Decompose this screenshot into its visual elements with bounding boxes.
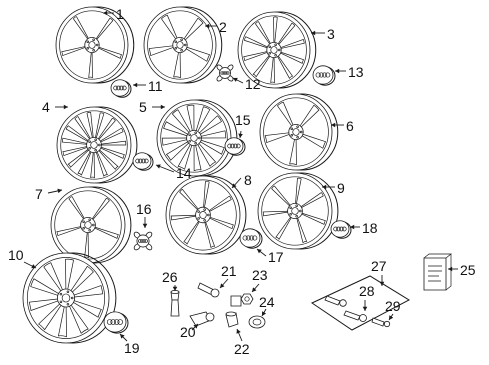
callout-1: 1: [116, 6, 124, 22]
leader-29: [388, 313, 394, 321]
callout-28: 28: [359, 283, 375, 299]
leader-3: [311, 30, 325, 36]
leader-12: [232, 77, 244, 84]
callout-23: 23: [252, 267, 268, 283]
wheel-6: [259, 93, 339, 171]
leader-5: [152, 104, 165, 110]
parts-layer: [22, 6, 452, 344]
callout-12: 12: [245, 76, 261, 92]
callout-3: 3: [327, 26, 335, 42]
callout-24: 24: [259, 294, 275, 310]
callout-27: 27: [371, 258, 387, 274]
leader-17: [256, 248, 267, 257]
center-cap-17: [239, 228, 263, 249]
center-cap-11: [110, 79, 132, 98]
center-cap-12: [216, 64, 234, 82]
callout-14: 14: [176, 165, 192, 181]
sensor-20: [189, 311, 215, 327]
leader-28: [362, 300, 368, 311]
callout-6: 6: [346, 118, 354, 134]
leader-lines: [23, 10, 458, 342]
center-cap-18: [330, 220, 352, 239]
callout-13: 13: [348, 64, 364, 80]
leader-16: [142, 217, 148, 228]
leader-2: [205, 23, 217, 29]
leader-27: [379, 275, 385, 286]
wheel-9: [257, 172, 339, 250]
grommet-24: [230, 295, 266, 329]
callout-labels: 1 2 3 4 5 6 7 8 9 10 11 12 13 14 15 16 1…: [8, 6, 476, 357]
callout-21: 21: [221, 263, 237, 279]
leader-9: [322, 184, 335, 190]
wheel-2: [143, 6, 223, 84]
valve-stem-26: [170, 289, 180, 317]
leader-6: [331, 122, 344, 128]
leader-20: [191, 323, 199, 331]
callout-10: 10: [8, 247, 24, 263]
leader-15: [238, 130, 243, 139]
callout-19: 19: [124, 340, 140, 356]
kit-parts-28-29: [324, 295, 391, 328]
center-cap-13: [312, 65, 336, 86]
leader-11: [133, 82, 146, 88]
callout-17: 17: [268, 249, 284, 265]
leader-14: [155, 164, 175, 173]
callout-9: 9: [337, 180, 345, 196]
center-cap-15: [224, 137, 246, 156]
callout-15: 15: [235, 112, 251, 128]
wheel-5: [156, 99, 238, 177]
valve-21: [197, 282, 220, 298]
leader-13: [335, 68, 346, 74]
callout-16: 16: [136, 201, 152, 217]
callout-25: 25: [460, 262, 476, 278]
leader-18: [350, 224, 360, 230]
nut-23: [240, 293, 254, 305]
wheel-10: [22, 252, 117, 344]
center-cap-16: [133, 231, 153, 251]
callout-22: 22: [234, 341, 250, 357]
leader-4: [55, 104, 68, 110]
wheel-7: [50, 186, 132, 264]
leader-24: [261, 308, 267, 317]
callout-7: 7: [35, 186, 43, 202]
center-cap-19: [103, 311, 129, 334]
leader-7: [47, 188, 63, 194]
wheel-3: [237, 11, 317, 89]
leader-8: [231, 177, 242, 189]
callout-4: 4: [42, 99, 50, 115]
leader-19: [119, 333, 128, 342]
valve-cap-22: [225, 311, 239, 328]
callout-2: 2: [219, 19, 227, 35]
wheel-4: [56, 106, 138, 184]
label-card-25: [423, 253, 452, 291]
leader-23: [251, 283, 260, 293]
callout-5: 5: [139, 99, 147, 115]
leader-25: [448, 266, 458, 272]
callout-20: 20: [180, 324, 196, 340]
callout-8: 8: [244, 172, 252, 188]
leader-26: [172, 285, 178, 291]
center-cap-14: [132, 152, 154, 171]
callout-29: 29: [385, 298, 401, 314]
leader-10: [23, 261, 37, 269]
wheel-1: [55, 6, 135, 84]
wheel-8: [165, 175, 247, 255]
callout-26: 26: [162, 269, 178, 285]
callout-18: 18: [362, 220, 378, 236]
repair-kit-27: [310, 275, 411, 331]
callout-11: 11: [148, 78, 163, 94]
leader-1: [103, 10, 114, 16]
leader-21: [219, 278, 229, 289]
leader-22: [236, 328, 243, 342]
